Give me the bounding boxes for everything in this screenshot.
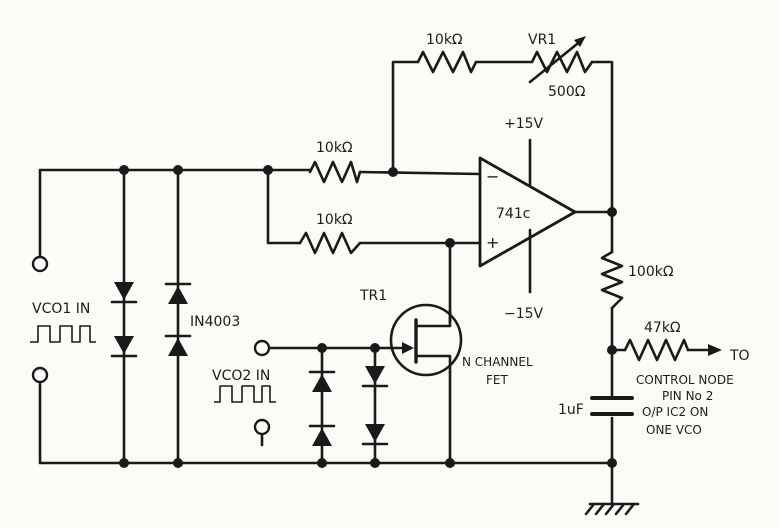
label-op-ic2: O/P IC2 ON: [642, 405, 708, 419]
diode-vco2-right-top: [361, 366, 389, 388]
label-fet: FET: [486, 373, 508, 387]
potentiometer-vr1: [528, 36, 594, 84]
label-noninverting-sign: +: [486, 233, 499, 252]
label-minus-supply: −15V: [504, 306, 544, 322]
label-tr1: TR1: [359, 288, 387, 304]
diode-vco1-right-bottom: [164, 334, 192, 356]
label-opamp: 741c: [496, 206, 530, 222]
resistor-output: [623, 338, 722, 362]
label-r-output: 47kΩ: [644, 320, 681, 336]
label-r-divider: 100kΩ: [628, 264, 674, 280]
label-vco1-in: VCO1 IN: [32, 301, 90, 317]
vco2-waveform-icon: [214, 385, 276, 403]
vco2-input-terminal-top: [253, 339, 271, 357]
label-capacitor: 1uF: [558, 402, 584, 418]
label-to: TO: [729, 348, 750, 364]
label-r-input-top: 10kΩ: [316, 140, 353, 156]
label-inverting-sign: −: [486, 167, 499, 186]
label-r-input-bottom: 10kΩ: [316, 212, 353, 228]
label-vr1: VR1: [528, 32, 556, 48]
vco1-input-terminal-bottom: [31, 366, 49, 384]
label-n-channel: N CHANNEL: [462, 355, 533, 369]
resistor-divider: [600, 250, 624, 310]
label-plus-supply: +15V: [504, 116, 544, 132]
vco1-waveform-icon: [30, 325, 96, 343]
label-pin-no: PIN No 2: [662, 389, 713, 403]
diode-vco2-left-top: [308, 370, 336, 392]
junction-dots: [119, 165, 617, 468]
resistor-input-bottom: [298, 231, 362, 255]
vco1-input-terminal-top: [31, 255, 49, 273]
fet-tr1: [389, 303, 463, 377]
label-r-feedback: 10kΩ: [426, 32, 463, 48]
diode-vco1-right-top: [164, 282, 192, 304]
label-one-vco: ONE VCO: [646, 423, 702, 437]
resistor-feedback: [416, 50, 478, 74]
resistor-input-top: [308, 160, 362, 184]
diode-vco1-left-top: [110, 282, 138, 304]
capacitor-1uf: [590, 396, 634, 416]
diode-vco1-left-bottom: [110, 336, 138, 358]
ground-symbol: [584, 502, 640, 516]
diode-vco2-left-bottom: [308, 424, 336, 446]
vco2-input-terminal-bottom: [253, 418, 271, 436]
label-vr1-value: 500Ω: [548, 84, 586, 100]
opamp-741c: [478, 156, 577, 268]
diode-vco2-right-bottom: [361, 424, 389, 446]
label-diode-part: IN4003: [190, 314, 240, 330]
label-control-node: CONTROL NODE: [636, 373, 734, 387]
label-vco2-in: VCO2 IN: [212, 368, 270, 384]
